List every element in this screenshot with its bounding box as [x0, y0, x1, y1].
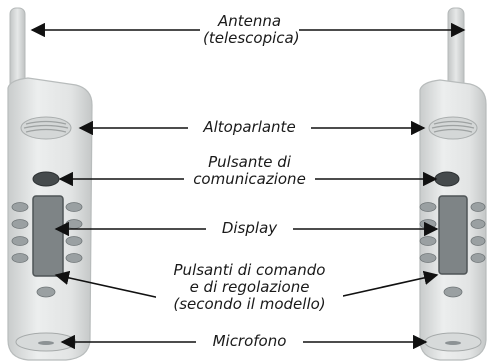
label-talk-button: Pulsante di comunicazione [184, 154, 315, 188]
left-side-keys [11, 202, 83, 263]
left-talk-button [32, 171, 60, 187]
label-control-buttons: Pulsanti di comando e di regolazione (se… [156, 262, 343, 313]
label-microphone: Microfono [196, 333, 303, 350]
label-control-buttons-line1: Pulsanti di comando [173, 261, 326, 279]
label-control-buttons-line3: (secondo il modello) [173, 295, 326, 313]
right-lower-key [443, 286, 463, 298]
right-talk-button [434, 171, 460, 187]
label-display-line1: Display [221, 219, 278, 237]
label-talk-button-line2: comunicazione [193, 170, 306, 188]
left-speaker-grille [20, 116, 72, 140]
arrow-controls-left [54, 270, 161, 299]
right-handset [419, 7, 487, 361]
right-speaker-grille [428, 116, 478, 140]
arrow-controls-right [333, 270, 439, 299]
label-microphone-line1: Microfono [212, 332, 287, 350]
label-antenna-line1: Antenna [217, 12, 282, 30]
label-antenna-line2: (telescopica) [203, 29, 300, 47]
label-speaker-line1: Altoparlante [203, 118, 296, 136]
label-antenna: Antenna (telescopica) [200, 12, 300, 47]
label-speaker: Altoparlante [188, 119, 311, 136]
label-display: Display [206, 220, 293, 237]
left-handset [7, 7, 93, 361]
left-lower-key [36, 286, 56, 298]
label-talk-button-line1: Pulsante di [208, 153, 291, 171]
left-display [32, 195, 64, 277]
right-microphone [424, 332, 482, 352]
label-control-buttons-line2: e di regolazione [189, 278, 310, 296]
right-display [438, 195, 468, 275]
